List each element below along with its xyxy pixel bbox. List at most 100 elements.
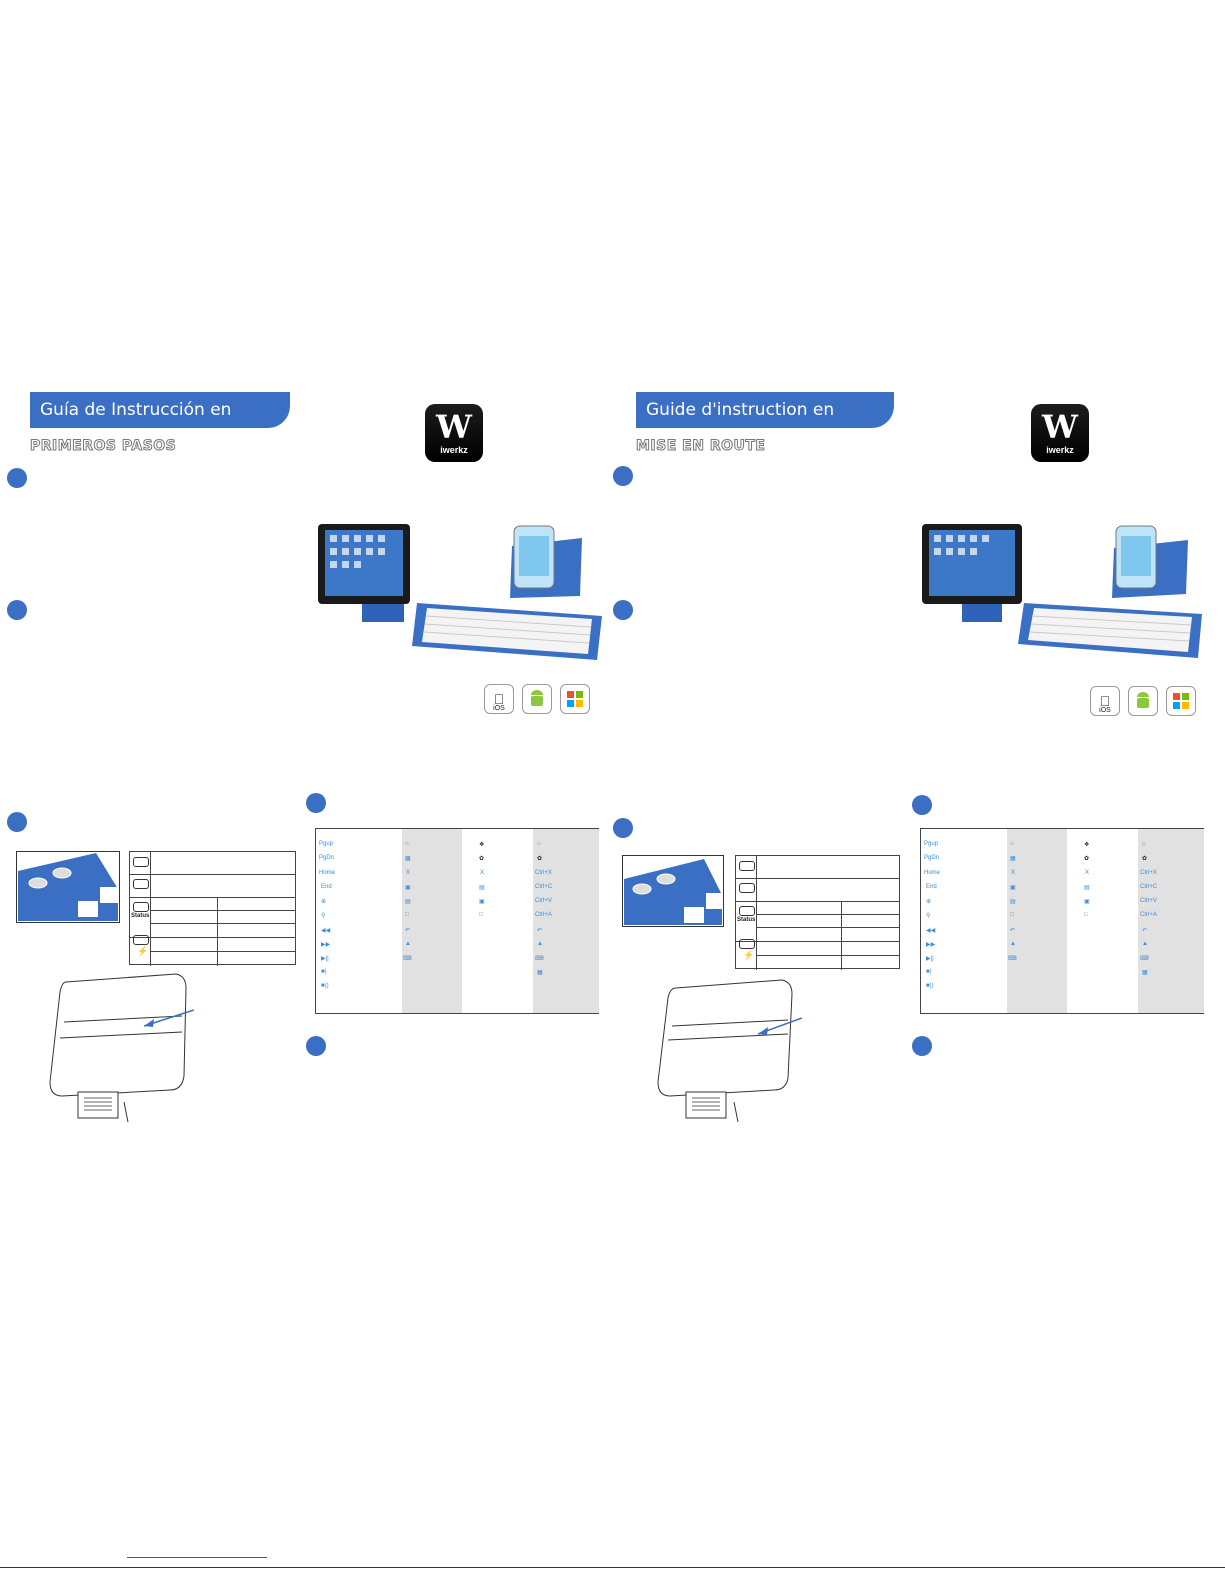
right-keyboard-closeup [622, 855, 724, 927]
right-title: Guide d'instruction en [646, 400, 835, 420]
w-logo-icon: W [436, 408, 472, 446]
status-key-icon-2 [739, 906, 755, 916]
bolt-icon: ⚡ [137, 946, 149, 956]
shortcut-ctrl-x: Ctrl+X [535, 870, 552, 876]
left-title-banner: Guía de Instrucción en [30, 392, 290, 428]
shortcut-ctrl-c-2: Ctrl+C [1140, 884, 1158, 890]
connect-key-icon-2 [739, 883, 755, 893]
onoff-key-icon-2 [739, 861, 755, 871]
windows-icon-2 [1173, 693, 1189, 709]
left-status-table: Status ⚡ [129, 851, 296, 966]
search-icon: ⚲ [321, 913, 326, 919]
volume-up-icon-2: ■)) [926, 983, 934, 989]
shortcut-end-2: End [926, 884, 937, 890]
left-subtitle: PRIMEROS PASOS [29, 438, 177, 455]
home-icon-2: ⌂ [537, 841, 541, 847]
screenshot-icon-4: ▦ [1142, 970, 1148, 976]
left-product-illustration [318, 524, 602, 660]
home-icon: ⌂ [405, 841, 409, 847]
left-step-bullet-3 [7, 812, 27, 832]
lock-icon-2: ▲ [537, 941, 543, 947]
folder-icon-2: ▤ [1084, 885, 1090, 891]
rewind-icon: ◀◀ [321, 928, 331, 934]
lock-icon-4: ▲ [1142, 941, 1148, 947]
forward-icon-2: ▶▶ [926, 942, 936, 948]
keyboard-icon-3: ⌨ [1008, 956, 1017, 962]
shortcut-ctrl-v-2: Ctrl+V [1140, 898, 1157, 904]
left-device-drawing [49, 973, 194, 1123]
keyboard-icon: ⌨ [403, 956, 412, 962]
shortcut-ctrl-c: Ctrl+C [535, 884, 553, 890]
w-logo-icon-2: W [1042, 408, 1078, 446]
connect-key-icon [133, 879, 149, 889]
home-icon-3: ⌂ [1010, 841, 1014, 847]
shortcut-ctrl-a-2: Ctrl+A [1140, 912, 1157, 918]
apple-icon:  [494, 691, 505, 707]
undo-icon-4: ↶ [1142, 928, 1148, 934]
right-shortcut-panel: Pgup PgDn Home End ⊕ ⚲ ◀◀ ▶▶ ▶|| ■) ■)) … [920, 828, 1204, 1014]
volume-down-icon: ■) [321, 969, 327, 975]
android-badge-2 [1128, 686, 1158, 716]
right-iwerkz-logo: W iwerkz [1031, 404, 1089, 462]
right-step-bullet-5 [912, 1036, 932, 1056]
leaf-icon-2: ✿ [537, 856, 543, 862]
cut-icon-4: X [1085, 870, 1090, 876]
left-title: Guía de Instrucción en [40, 400, 232, 420]
shortcut-pgup-2: Pgup [924, 841, 939, 847]
shortcut-end: End [321, 884, 332, 890]
shortcut-ctrl-v: Ctrl+V [535, 898, 552, 904]
shortcut-home-2: Home [924, 870, 941, 876]
screenshot-icon: ▦ [405, 856, 411, 862]
ios-badge:  iOS [484, 684, 514, 714]
leaf-icon-3: ✿ [1084, 856, 1090, 862]
search-icon-2: ⚲ [926, 913, 931, 919]
keyboard-icon-4: ⌨ [1140, 956, 1149, 962]
onoff-key-icon [133, 857, 149, 867]
forward-icon: ▶▶ [321, 942, 331, 948]
keyboard-icon-2: ⌨ [535, 956, 544, 962]
select-all-icon-3: □ [1010, 912, 1014, 918]
shortcut-home: Home [319, 870, 336, 876]
left-shortcut-panel: Pgup PgDn Home End ⊕ ⚲ ◀◀ ▶▶ ▶|| ■) ■)) … [315, 828, 599, 1014]
windows-logo-icon-2: ❖ [1084, 842, 1090, 848]
leaf-icon: ✿ [479, 856, 485, 862]
paste-icon: ▤ [405, 899, 411, 905]
shortcut-ctrl-a: Ctrl+A [535, 912, 552, 918]
right-logo-text: iwerkz [1046, 445, 1074, 455]
left-step-bullet-2 [7, 600, 27, 620]
shortcut-pgdn: PgDn [319, 855, 335, 861]
cut-icon-3: X [1011, 870, 1016, 876]
select-all-icon-2: □ [479, 912, 483, 918]
copy-icon: ▣ [405, 885, 411, 891]
charge-key-icon [133, 935, 149, 945]
right-step-bullet-3 [613, 818, 633, 838]
android-icon-2 [1137, 692, 1149, 708]
footer-link-underline[interactable] [127, 1557, 267, 1558]
paste-icon-3: ▤ [1010, 899, 1016, 905]
windows-icon [567, 691, 583, 707]
globe-icon: ⊕ [321, 899, 327, 905]
rewind-icon-2: ◀◀ [926, 928, 936, 934]
volume-down-icon-2: ■) [926, 969, 932, 975]
right-product-illustration [922, 524, 1202, 658]
right-step-bullet-2 [613, 600, 633, 620]
left-iwerkz-logo: W iwerkz [425, 404, 483, 462]
left-keyboard-closeup [16, 851, 120, 923]
cut-icon-2: X [480, 870, 485, 876]
lock-icon: ▲ [405, 941, 411, 947]
cut-icon: X [406, 870, 411, 876]
lock-icon-3: ▲ [1010, 941, 1016, 947]
left-step-bullet-4 [306, 793, 326, 813]
apple-icon-2:  [1100, 693, 1111, 709]
android-badge [522, 684, 552, 714]
globe-icon-2: ⊕ [926, 899, 932, 905]
right-title-banner: Guide d'instruction en [636, 392, 894, 428]
shortcut-pgup: Pgup [319, 841, 334, 847]
left-step-bullet-5 [306, 1036, 326, 1056]
left-logo-text: iwerkz [440, 445, 468, 455]
left-status-label: Status [131, 913, 150, 919]
volume-up-icon: ■)) [321, 983, 329, 989]
right-device-drawing [657, 979, 802, 1123]
screenshot-icon-2: ▦ [537, 970, 543, 976]
windows-badge [560, 684, 590, 714]
